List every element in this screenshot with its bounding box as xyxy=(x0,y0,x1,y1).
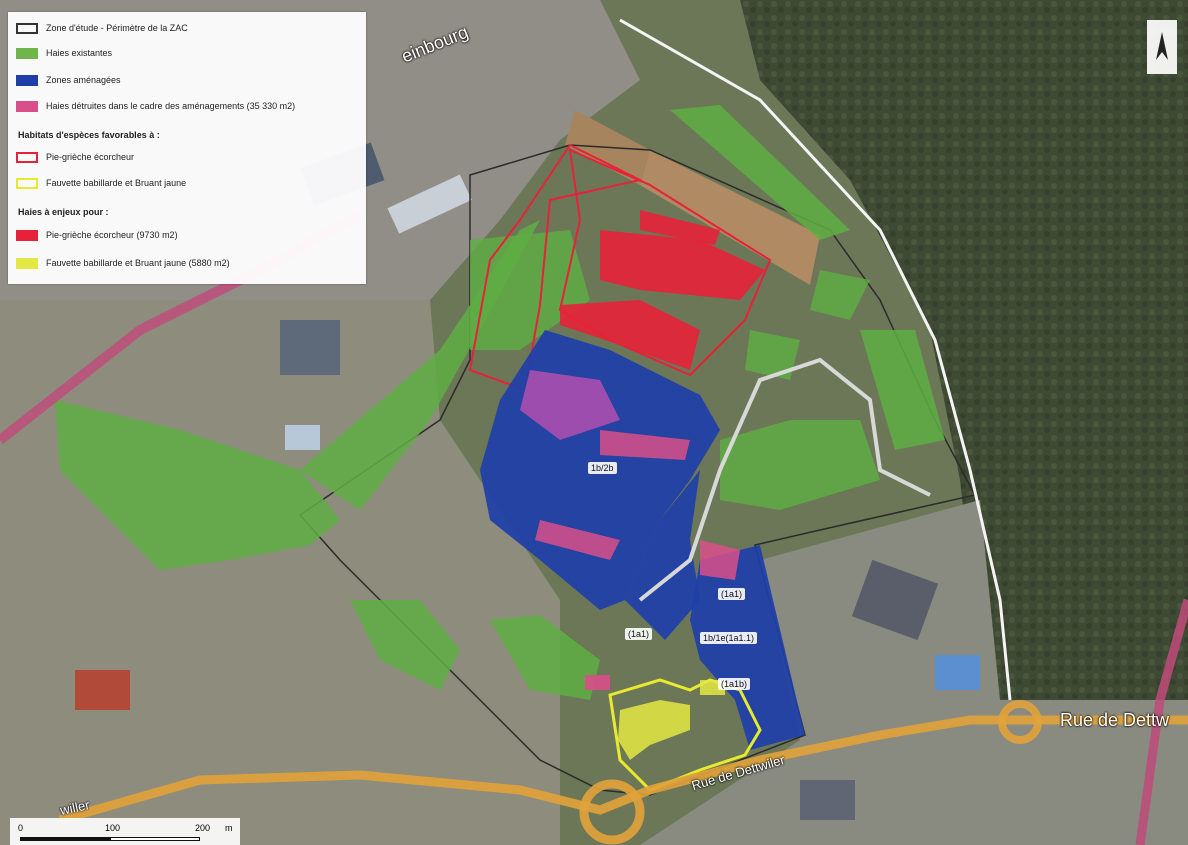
scale-unit: m xyxy=(225,823,233,833)
legend-item-study-zone: Zone d'étude - Périmètre de la ZAC xyxy=(16,20,188,36)
zone-label: (1a1) xyxy=(625,628,653,640)
north-arrow-icon[interactable] xyxy=(1147,20,1177,74)
building xyxy=(387,174,472,234)
legend-swatch xyxy=(16,74,38,86)
legend-label: Zone d'étude - Périmètre de la ZAC xyxy=(46,23,188,33)
legend-item-developed-zones: Zones aménagées xyxy=(16,72,121,88)
legend-label: Fauvette babillarde et Bruant jaune (588… xyxy=(46,258,230,268)
road-east-rail xyxy=(1135,598,1188,845)
legend-swatch xyxy=(16,229,38,241)
stake-shrike xyxy=(640,210,720,245)
scale-segment xyxy=(110,837,200,841)
existing-hedge xyxy=(745,330,800,380)
building xyxy=(285,425,320,450)
legend-heading: Habitats d'espèces favorables à : xyxy=(18,130,160,140)
legend-swatch xyxy=(16,100,38,112)
stake-shrike xyxy=(560,300,700,370)
legend-label: Fauvette babillarde et Bruant jaune xyxy=(46,178,187,188)
legend-swatch xyxy=(16,151,38,163)
habitat-warbler xyxy=(608,678,762,792)
existing-hedge xyxy=(810,270,870,320)
road-label-east: Rue de Dettw xyxy=(1060,710,1170,730)
destroyed-hedge xyxy=(600,430,690,460)
zone-label: (1a1) xyxy=(718,588,746,600)
building xyxy=(935,655,980,690)
legend-label: Pie-grièche écorcheur (9730 m2) xyxy=(46,230,178,240)
roundabout xyxy=(998,700,1042,744)
existing-hedge xyxy=(55,400,340,570)
legend-label: Pie-grièche écorcheur xyxy=(46,152,135,162)
scale-label: 100 xyxy=(105,823,121,833)
scale-label: 200 xyxy=(195,823,211,833)
legend-item-habitat-warbler: Fauvette babillarde et Bruant jaune xyxy=(16,175,186,191)
existing-hedge xyxy=(720,420,880,510)
existing-hedge xyxy=(350,600,460,690)
scale-segment xyxy=(20,837,110,841)
legend-label: Zones aménagées xyxy=(46,75,121,85)
stake-shrike xyxy=(600,230,765,300)
building xyxy=(800,780,855,820)
legend-item-stake-warbler: Fauvette babillarde et Bruant jaune (588… xyxy=(16,255,230,271)
existing-hedge xyxy=(670,105,850,240)
map-legend: Zone d'étude - Périmètre de la ZAC Haies… xyxy=(8,12,366,284)
legend-item-destroyed-hedges: Haies détruites dans le cadre des aménag… xyxy=(16,98,295,114)
legend-item-habitat-shrike: Pie-grièche écorcheur xyxy=(16,149,134,165)
legend-heading: Haies à enjeux pour : xyxy=(18,207,109,217)
forest-east xyxy=(740,0,1188,845)
legend-swatch xyxy=(16,22,38,34)
legend-label: Haies existantes xyxy=(46,48,113,58)
zone-label: (1a1b) xyxy=(718,678,751,690)
building xyxy=(280,320,340,375)
road-white xyxy=(619,18,1012,701)
legend-item-existing-hedges: Haies existantes xyxy=(16,45,112,61)
legend-swatch xyxy=(16,47,38,59)
habitat-shrike xyxy=(558,148,772,377)
building xyxy=(851,559,939,641)
brown-field-2 xyxy=(640,150,820,285)
road-white xyxy=(638,357,931,602)
legend-swatch xyxy=(16,257,38,269)
zone-label: 1b/1e(1a1.1) xyxy=(700,632,758,644)
legend-item-stake-shrike: Pie-grièche écorcheur (9730 m2) xyxy=(16,227,178,243)
existing-hedge xyxy=(490,615,600,700)
legend-swatch xyxy=(16,177,38,189)
road-dettwiller xyxy=(58,715,1188,825)
zone-label: 1b/2b xyxy=(588,462,617,474)
legend-label: Haies détruites dans le cadre des aménag… xyxy=(46,101,296,111)
scale-bar: 0 100 200 m xyxy=(10,818,240,845)
destroyed-hedge xyxy=(535,520,620,560)
building xyxy=(75,670,130,710)
existing-hedge xyxy=(860,330,945,450)
destroyed-hedge xyxy=(585,675,610,690)
destroyed-hedge xyxy=(520,370,620,440)
habitat-shrike xyxy=(468,143,643,392)
north-arrow-icon xyxy=(1156,32,1168,60)
roundabout xyxy=(579,779,645,845)
scale-label: 0 xyxy=(18,823,24,833)
stake-warbler xyxy=(618,700,690,760)
destroyed-hedge xyxy=(700,540,740,580)
